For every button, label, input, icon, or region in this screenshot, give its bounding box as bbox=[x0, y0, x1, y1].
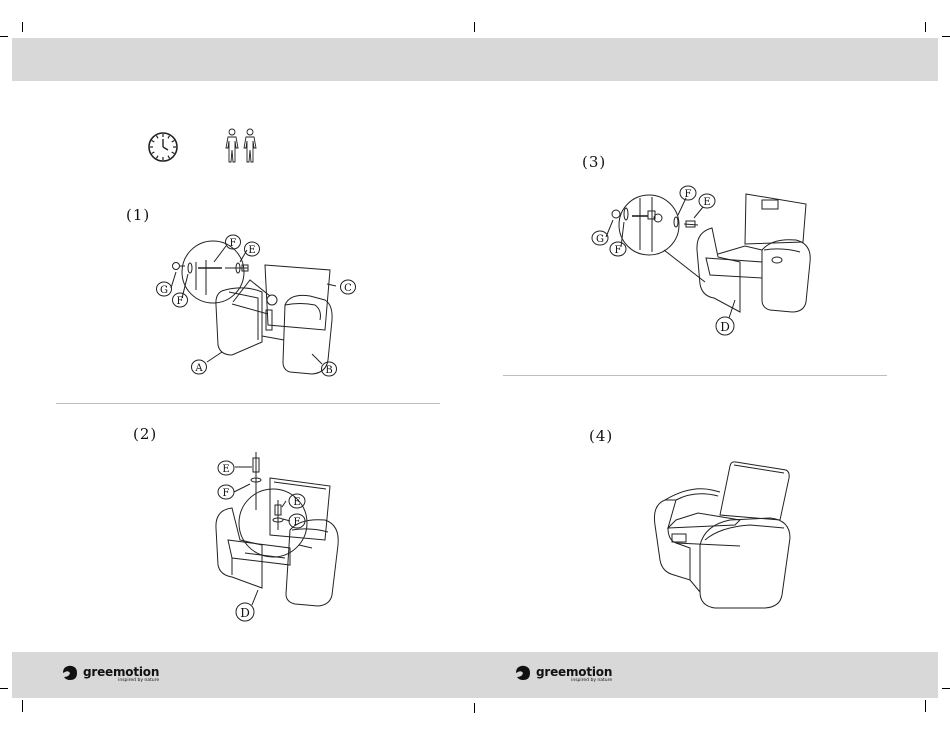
footer-logo-right: greemotion inspired by nature bbox=[513, 663, 612, 687]
two-people-icon bbox=[222, 128, 262, 164]
step-4-illustration bbox=[650, 455, 800, 615]
callout-g: G bbox=[596, 234, 604, 245]
crop-mark bbox=[942, 36, 950, 37]
crop-mark bbox=[474, 22, 475, 32]
callout-f-top: F bbox=[223, 488, 230, 499]
step-3-illustration: G F F E D bbox=[590, 180, 820, 340]
crop-mark bbox=[942, 688, 950, 689]
clock-icon bbox=[147, 131, 179, 163]
callout-g: G bbox=[160, 285, 168, 296]
step-2-label: (2) bbox=[133, 425, 157, 443]
callout-d: D bbox=[720, 320, 730, 334]
step-1-illustration: G F F E C A B bbox=[150, 230, 370, 380]
callout-f-upper: F bbox=[230, 238, 237, 249]
brand-tagline: inspired by nature bbox=[571, 678, 612, 683]
brand-tagline: inspired by nature bbox=[118, 678, 159, 683]
callout-c: C bbox=[344, 283, 352, 294]
callout-b: B bbox=[325, 365, 332, 376]
crop-mark bbox=[0, 36, 8, 37]
callout-f-mid: F bbox=[294, 517, 301, 528]
crop-mark bbox=[925, 700, 926, 712]
crop-mark bbox=[474, 703, 475, 713]
step-1-label: (1) bbox=[126, 206, 150, 224]
right-separator bbox=[503, 375, 887, 376]
callout-f-lower: F bbox=[615, 245, 622, 256]
callout-d: D bbox=[240, 606, 250, 620]
callout-e: E bbox=[703, 197, 710, 208]
header-band bbox=[12, 38, 938, 81]
callout-e-mid: E bbox=[293, 497, 300, 508]
brand-wordmark: greemotion bbox=[83, 667, 159, 678]
left-separator bbox=[56, 403, 440, 404]
greemotion-leaf-icon bbox=[513, 663, 533, 687]
callout-e: E bbox=[248, 245, 255, 256]
crop-mark bbox=[925, 22, 926, 32]
brand-wordmark: greemotion bbox=[536, 667, 612, 678]
crop-mark bbox=[22, 22, 23, 32]
step-3-label: (3) bbox=[582, 153, 606, 171]
footer-logo-left: greemotion inspired by nature bbox=[60, 663, 159, 687]
callout-e-top: E bbox=[222, 464, 229, 475]
callout-f-lower: F bbox=[177, 296, 184, 307]
step-2-illustration: E F E F D bbox=[210, 450, 360, 625]
crop-mark bbox=[22, 700, 23, 712]
callout-f-upper: F bbox=[685, 189, 692, 200]
crop-mark bbox=[0, 688, 8, 689]
greemotion-leaf-icon bbox=[60, 663, 80, 687]
step-4-label: (4) bbox=[589, 427, 613, 445]
callout-a: A bbox=[194, 363, 203, 374]
